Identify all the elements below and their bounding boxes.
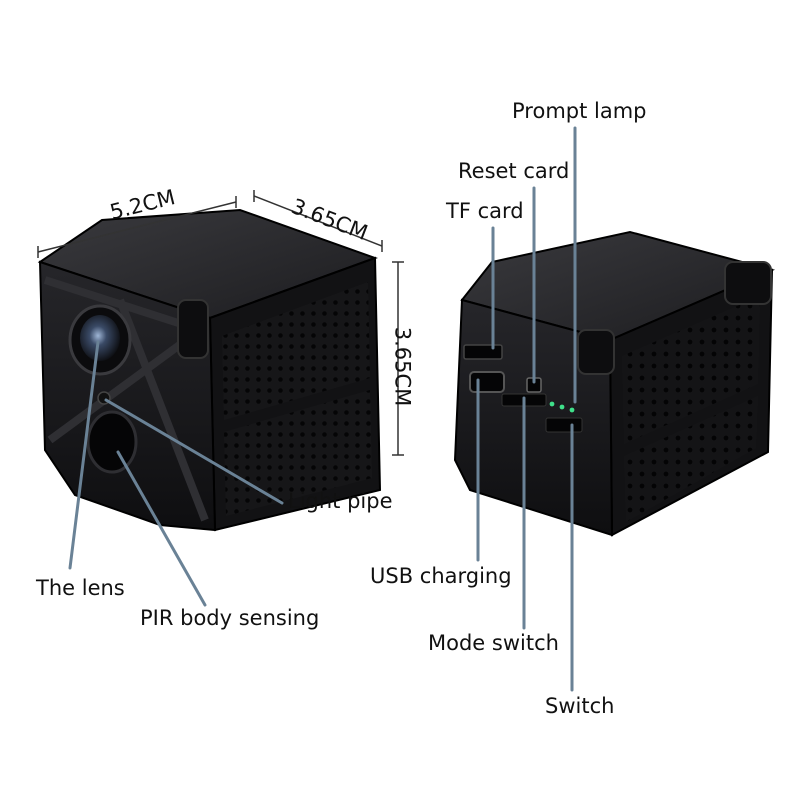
label-reset-card: Reset card (458, 159, 570, 183)
right-camera-vents-upper (622, 296, 760, 444)
depth-dimension-line (253, 195, 383, 247)
left-camera-vents-upper (222, 282, 370, 420)
led-2 (559, 404, 565, 410)
power-switch (545, 417, 583, 433)
left-camera-vents-lower (224, 390, 372, 516)
label-pir-body-sensing: PIR body sensing (140, 606, 320, 630)
label-light-pipe: Light pipe (288, 489, 393, 513)
label-prompt-lamp: Prompt lamp (512, 99, 647, 123)
leader-pir (116, 450, 207, 607)
right-camera-vents-lower (624, 396, 758, 522)
dimension-lines (37, 190, 404, 456)
label-tf-card: TF card (446, 199, 524, 223)
tf-card-slot (463, 344, 503, 360)
left-camera (37, 208, 382, 532)
leader-lens (68, 340, 100, 570)
label-mode-switch: Mode switch (428, 631, 559, 655)
usb-port (469, 371, 505, 393)
left-camera-corner-bumper (177, 299, 209, 359)
leader-lines (68, 126, 577, 692)
lens-glass (80, 315, 120, 361)
right-camera-corner-bumper (577, 329, 615, 375)
pir-sensor (86, 410, 138, 474)
led-1 (549, 401, 555, 407)
width-dimension-line (37, 201, 237, 253)
label-the-lens: The lens (36, 576, 125, 600)
height-dimension-label: 3.65CM (390, 326, 415, 407)
left-camera-front-trim (43, 276, 209, 522)
leader-light-pipe (104, 398, 284, 505)
right-camera (453, 230, 776, 537)
label-switch: Switch (545, 694, 615, 718)
label-usb-charging: USB charging (370, 564, 512, 588)
led-3 (569, 407, 575, 413)
